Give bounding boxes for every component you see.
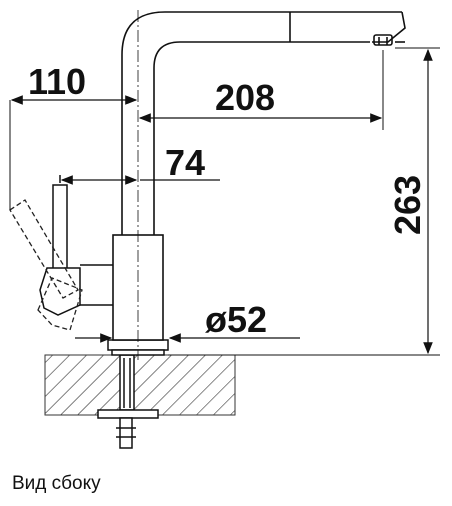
dimension-52: ø52 — [75, 299, 300, 343]
countertop — [44, 354, 236, 416]
faucet-spout — [121, 11, 406, 235]
dimension-263-label: 263 — [387, 175, 428, 235]
dimension-74-label: 74 — [165, 142, 205, 183]
dimension-110-label: 110 — [28, 61, 86, 102]
dimension-208-label: 208 — [215, 77, 275, 118]
view-caption: Вид сбоку — [12, 473, 101, 494]
dimension-74: 74 — [60, 142, 220, 185]
dimension-52-label: ø52 — [205, 299, 267, 340]
mounting-shank — [97, 354, 159, 449]
dimension-208: 208 — [138, 50, 384, 130]
lever-alternate-position — [9, 199, 83, 331]
lever-handle — [39, 175, 113, 316]
dimension-110: 110 — [9, 61, 138, 210]
dimension-263: 263 — [168, 47, 440, 356]
